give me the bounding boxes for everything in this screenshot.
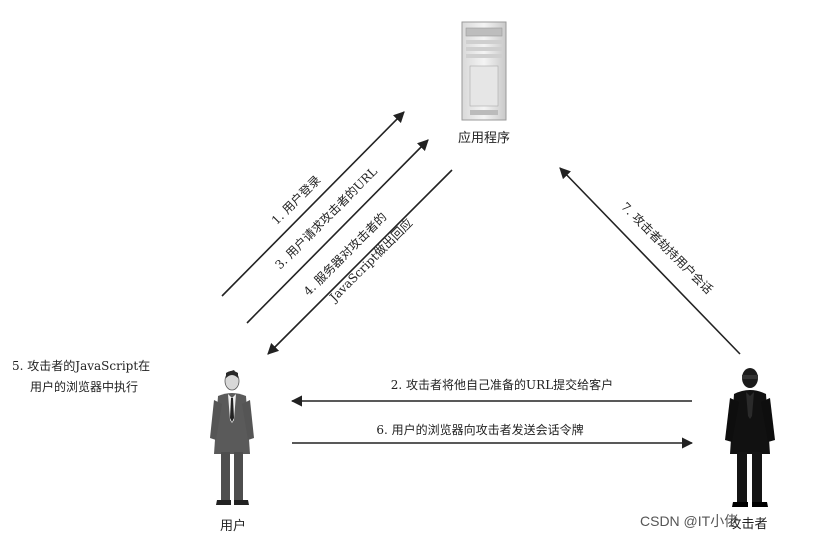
step5-label-line2: 用户的浏览器中执行 <box>30 379 138 394</box>
step7-label: 7. 攻击者劫持用户会话 <box>618 199 716 297</box>
server-icon <box>461 21 507 121</box>
user-label: 用户 <box>220 518 246 534</box>
arrow-step1 <box>221 111 405 297</box>
user-figure-icon <box>210 370 254 505</box>
server-label: 应用程序 <box>458 130 510 146</box>
attacker-label: 攻击者 <box>728 517 767 532</box>
step2-label: 2. 攻击者将他自己准备的URL提交给客户 <box>391 377 613 392</box>
attacker-figure-icon <box>725 368 775 507</box>
arrow-step3 <box>246 139 429 324</box>
step5-label-line1: 5. 攻击者的JavaScript在 <box>12 358 150 373</box>
csdn-watermark: CSDN @IT小佬 <box>640 513 738 529</box>
arrow-step4 <box>267 169 453 355</box>
step6-label: 6. 用户的浏览器向攻击者发送会话令牌 <box>376 422 583 437</box>
arrow-step7 <box>559 167 741 355</box>
